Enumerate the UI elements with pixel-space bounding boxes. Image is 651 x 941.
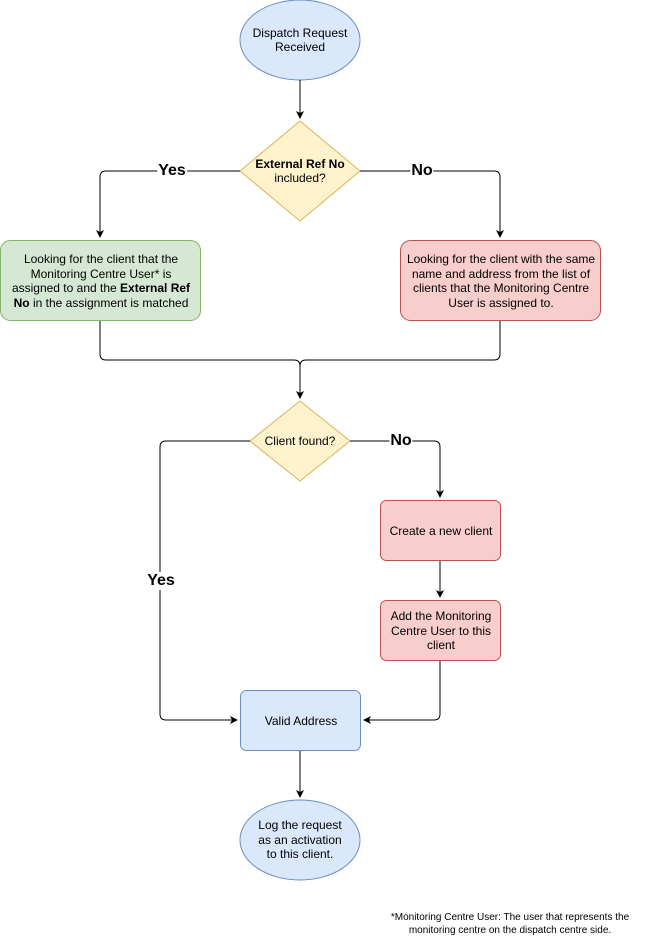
dispatch-request-node[interactable]: Dispatch Request Received: [240, 0, 360, 80]
lookup-name-address-node[interactable]: Looking for the client with the same nam…: [401, 241, 601, 321]
edge-red-to-merge: [299, 321, 501, 367]
edge-label-found-no: No: [389, 432, 413, 450]
lookup-ext-ref-node[interactable]: Looking for the client that the Monitori…: [1, 241, 201, 321]
ext-ref-decision-node[interactable]: External Ref No included?: [240, 121, 360, 221]
ext-ref-decision-shape[interactable]: [239, 120, 361, 222]
footnote-line-1: *Monitoring Centre User: The user that r…: [390, 912, 630, 923]
add-user-label: Add the Monitoring Centre User to this c…: [390, 609, 492, 653]
log-request-node[interactable]: Log the request as an activation to this…: [240, 800, 360, 880]
edge-found-no: [350, 440, 444, 498]
client-found-label: Client found?: [264, 433, 336, 448]
ext-ref-plain-text: included?: [274, 171, 326, 185]
edge-label-ext-no: No: [410, 162, 434, 180]
lookup-ext-ref-text-2: in the assignment is matched: [29, 295, 189, 310]
client-found-decision-node[interactable]: Client found?: [250, 401, 350, 481]
ext-ref-bold-text: External Ref No: [255, 156, 345, 171]
valid-address-shape[interactable]: [240, 690, 361, 751]
edge-label-found-yes: Yes: [146, 572, 176, 590]
edge-ext-ref-yes: [96, 170, 240, 238]
valid-address-label: Valid Address: [264, 713, 338, 728]
lookup-name-address-label: Looking for the client with the same nam…: [406, 252, 596, 310]
create-client-label: Create a new client: [389, 523, 493, 538]
lookup-name-address-shape[interactable]: [400, 240, 601, 321]
edge-green-to-merge: [99, 321, 304, 399]
lookup-ext-ref-text-1: Looking for the client that the Monitori…: [11, 252, 179, 295]
ext-ref-decision-label: External Ref No included?: [254, 157, 346, 186]
dispatch-request-label: Dispatch Request Received: [252, 25, 348, 55]
add-user-node[interactable]: Add the Monitoring Centre User to this c…: [381, 601, 501, 661]
client-found-decision-shape[interactable]: [249, 400, 351, 482]
footnote-line-2: monitoring centre on the dispatch centre…: [408, 925, 612, 936]
create-client-shape[interactable]: [380, 500, 501, 561]
edge-add-to-valid: [363, 661, 441, 724]
create-client-node[interactable]: Create a new client: [381, 501, 501, 561]
add-user-shape[interactable]: [380, 600, 501, 661]
edge-ext-ref-no: [360, 170, 504, 238]
lookup-ext-ref-label: Looking for the client that the Monitori…: [9, 252, 193, 310]
lookup-ext-ref-shape[interactable]: [0, 240, 201, 321]
edge-label-ext-yes: Yes: [157, 162, 187, 180]
lookup-ext-ref-bold: External Ref No: [13, 281, 191, 310]
log-request-shape[interactable]: [239, 799, 361, 881]
footnote: *Monitoring Centre User: The user that r…: [372, 911, 648, 937]
valid-address-node[interactable]: Valid Address: [241, 691, 361, 751]
log-request-label: Log the request as an activation to this…: [258, 818, 342, 862]
